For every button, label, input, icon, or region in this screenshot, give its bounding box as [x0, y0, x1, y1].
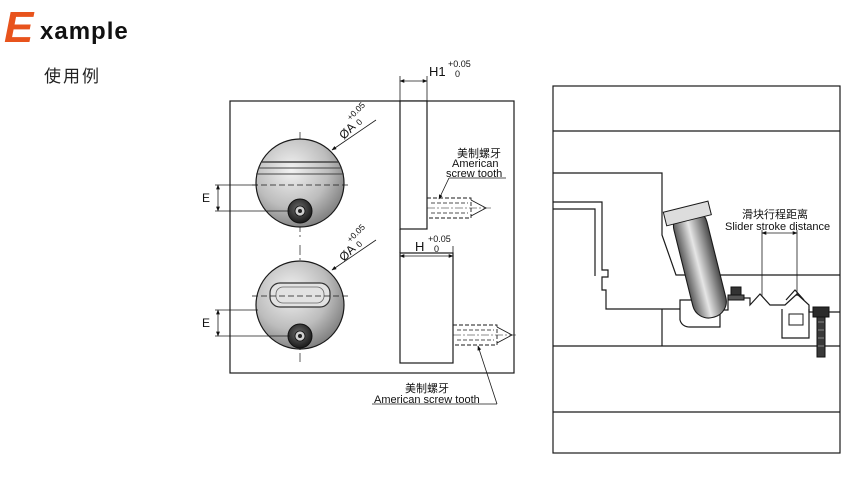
screw-tooth-top-en2: screw tooth — [446, 168, 502, 180]
lower-block — [399, 252, 454, 364]
h1-tolerance-bottom: 0 — [455, 69, 460, 79]
screw-tooth-top-en1: American — [452, 158, 498, 170]
locking-hook — [553, 201, 680, 310]
h1-label: H1 — [429, 64, 446, 79]
usage-subtitle: 使用例 — [44, 67, 101, 87]
diameter-tol-top-lower: 0 — [354, 117, 365, 128]
diameter-label-bottom: ØA — [336, 242, 358, 264]
screw-tooth-bottom-en: American screw tooth — [374, 394, 480, 406]
mold-plate-outline — [229, 100, 515, 374]
cavity-block — [553, 172, 840, 276]
e-label-bottom: E — [202, 316, 210, 330]
screw-tooth-bottom-cn: 美制螺牙 — [405, 382, 449, 395]
h-label: H — [415, 239, 424, 254]
left-assembly-drawing: H1 +0.05 0 H +0.05 0 E ØA +0. — [202, 59, 516, 406]
diameter-tol-bottom-lower: 0 — [354, 239, 365, 250]
example-header: E xample 使用例 — [0, 0, 260, 90]
slider-frame-outline — [552, 85, 841, 454]
bottom-ball-lock — [252, 245, 348, 362]
top-screw-tooth — [426, 197, 492, 219]
bottom-screw-tooth — [452, 324, 516, 346]
h1-tolerance-top: +0.05 — [448, 59, 471, 69]
angle-pin — [662, 200, 727, 319]
right-ball-lock — [781, 289, 830, 358]
upper-block — [399, 100, 428, 230]
example-letter-e: E — [4, 3, 34, 52]
slider-stroke-label-cn: 滑块行程距离 — [742, 207, 808, 221]
slider-small-screw — [727, 286, 745, 301]
screw-tooth-top-cn: 美制螺牙 — [457, 147, 501, 160]
h-tolerance-bottom: 0 — [434, 244, 439, 254]
e-label-top: E — [202, 191, 210, 205]
top-ball-lock — [252, 132, 348, 240]
h-tolerance-top: +0.05 — [428, 234, 451, 244]
diameter-label-top: ØA — [336, 120, 358, 142]
slider-stroke-label-en: Slider stroke distance — [725, 221, 830, 233]
right-slider-drawing: 滑块行程距离 Slider stroke distance — [552, 85, 841, 454]
example-title: xample — [40, 18, 129, 45]
